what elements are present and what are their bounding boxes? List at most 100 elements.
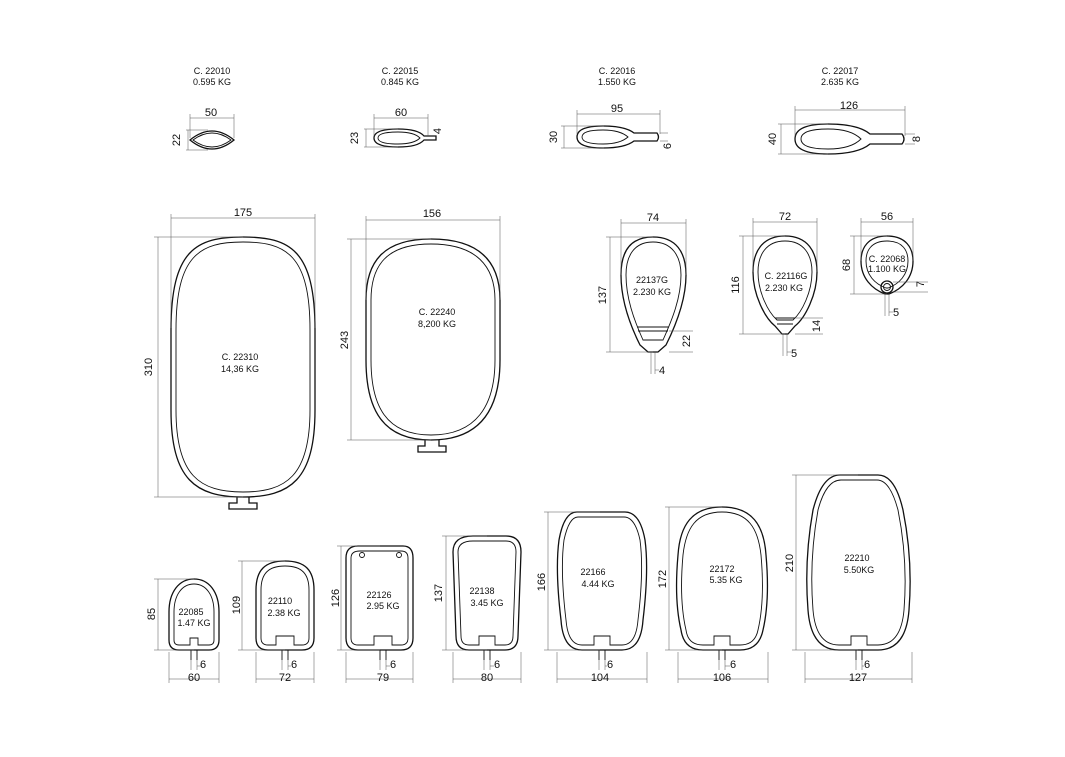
tail-dimension: 4 (432, 128, 444, 134)
width-dimension: 60 (188, 672, 200, 684)
profile-clip (775, 317, 795, 325)
profile-shape (373, 128, 437, 148)
profile-code: C. 22015 (382, 66, 419, 76)
width-dimension: 72 (279, 672, 291, 684)
profile-weight: 0.595 KG (193, 77, 231, 87)
slot-stem (190, 650, 198, 660)
width-dimension: 95 (611, 103, 623, 115)
slot-stem (718, 650, 726, 660)
profile-code: C. 22017 (822, 66, 859, 76)
height-dimension-line (186, 129, 208, 151)
width-dimension: 156 (423, 208, 441, 220)
slot-stem (855, 650, 863, 660)
profile-shape (452, 535, 522, 651)
profile-22126: 79 126 6 22126 2.95 KG (330, 545, 414, 684)
slot-stem (379, 650, 387, 660)
tail-dimension-line (660, 132, 668, 142)
height-dimension: 172 (657, 570, 669, 588)
height-dimension: 68 (841, 259, 853, 271)
profile-code: C. 22310 (222, 352, 259, 362)
profile-inner-wall (370, 243, 496, 436)
height-dimension: 210 (784, 554, 796, 572)
tail-dimension: 8 (911, 136, 923, 142)
height-dimension-line (778, 123, 828, 155)
slot-dimension: 6 (390, 659, 396, 671)
profile-base-rail (417, 440, 447, 453)
width-dimension: 74 (647, 212, 659, 224)
profile-22116g: 72 116 14 5 C. 22116G 2.230 KG (730, 211, 823, 360)
height-dimension-line (337, 545, 380, 651)
height-dimension-line (739, 235, 785, 335)
profile-weight: 2.95 KG (366, 601, 399, 611)
slot-dimension-line (718, 660, 730, 670)
width-dimension: 80 (481, 672, 493, 684)
profile-code: 22166 (580, 567, 605, 577)
width-dimension-line (170, 214, 316, 328)
tail-dimension-line (905, 133, 915, 145)
profile-22137g: 74 137 22 4 22137G 2.230 KG (597, 212, 693, 377)
slot-dimension-line (650, 352, 659, 374)
width-dimension-line (345, 652, 414, 683)
profile-code: C. 22010 (194, 66, 231, 76)
slot-dimension: 5 (893, 307, 899, 319)
profile-inner-wall (865, 240, 909, 289)
profile-shape (620, 236, 687, 353)
width-dimension: 72 (779, 211, 791, 223)
profile-shape (188, 130, 236, 150)
height-dimension-line (364, 128, 398, 148)
slot-dimension-line (782, 334, 791, 356)
profile-inner-wall (457, 540, 517, 646)
profile-inner-wall (581, 129, 629, 145)
width-dimension-line (168, 652, 220, 683)
height-dimension: 109 (231, 596, 243, 614)
width-dimension-line (677, 652, 769, 683)
width-dimension-line (373, 114, 429, 136)
profile-weight: 2.230 KG (765, 283, 803, 293)
slot-dimension-line (884, 294, 893, 316)
profile-inner-wall (377, 131, 421, 145)
slot-stem (281, 650, 289, 660)
profile-22110: 72 109 6 22110 2.38 KG (231, 560, 315, 684)
width-dimension: 50 (205, 107, 217, 119)
neck-dimension-line (893, 281, 928, 293)
profile-code: 22138 (469, 586, 494, 596)
profile-shape (556, 511, 648, 651)
profile-code: 22110 (268, 596, 292, 606)
profile-corner-hole (396, 552, 402, 558)
profile-22016: C. 22016 1.550 KG 95 30 6 (548, 66, 674, 149)
clip-dimension-line (795, 317, 823, 335)
profile-code: C. 22068 (869, 254, 906, 264)
profile-22085: 60 85 6 22085 1.47 KG (146, 578, 220, 684)
height-dimension: 137 (433, 584, 445, 602)
width-dimension-line (452, 652, 522, 683)
profile-22138: 80 137 6 22138 3.45 KG (433, 535, 522, 684)
width-dimension: 56 (881, 211, 893, 223)
slot-dimension-line (598, 660, 607, 670)
height-dimension-line (561, 125, 604, 149)
profile-weight: 2.635 KG (821, 77, 859, 87)
width-dimension: 175 (234, 207, 252, 219)
width-dimension-line (620, 219, 687, 275)
profile-22210: 127 210 6 22210 5.50KG (784, 474, 913, 684)
profile-22017: C. 22017 2.635 KG 126 40 8 (767, 66, 923, 155)
slot-dimension: 6 (291, 659, 297, 671)
profile-inner-wall (561, 516, 643, 646)
profile-round-slot-inner (883, 283, 891, 291)
height-dimension: 40 (767, 133, 779, 145)
width-dimension-line (576, 110, 661, 134)
profile-inner-wall (800, 128, 862, 150)
profile-shape (365, 238, 501, 441)
profile-22240: 156 243 C. 22240 8,200 KG (339, 208, 501, 453)
slot-dimension-line (483, 660, 494, 670)
height-dimension: 243 (339, 331, 351, 349)
height-dimension-line (347, 238, 431, 441)
profile-shape (576, 125, 660, 149)
profile-weight: 1.47 KG (177, 618, 210, 628)
slot-dimension-line (190, 660, 201, 670)
slot-dimension-line (281, 660, 291, 670)
profile-inner-wall (192, 132, 232, 148)
width-dimension: 79 (377, 672, 389, 684)
profile-22172: 106 172 6 22172 5.35 KG (657, 506, 769, 684)
height-dimension: 85 (146, 608, 158, 620)
